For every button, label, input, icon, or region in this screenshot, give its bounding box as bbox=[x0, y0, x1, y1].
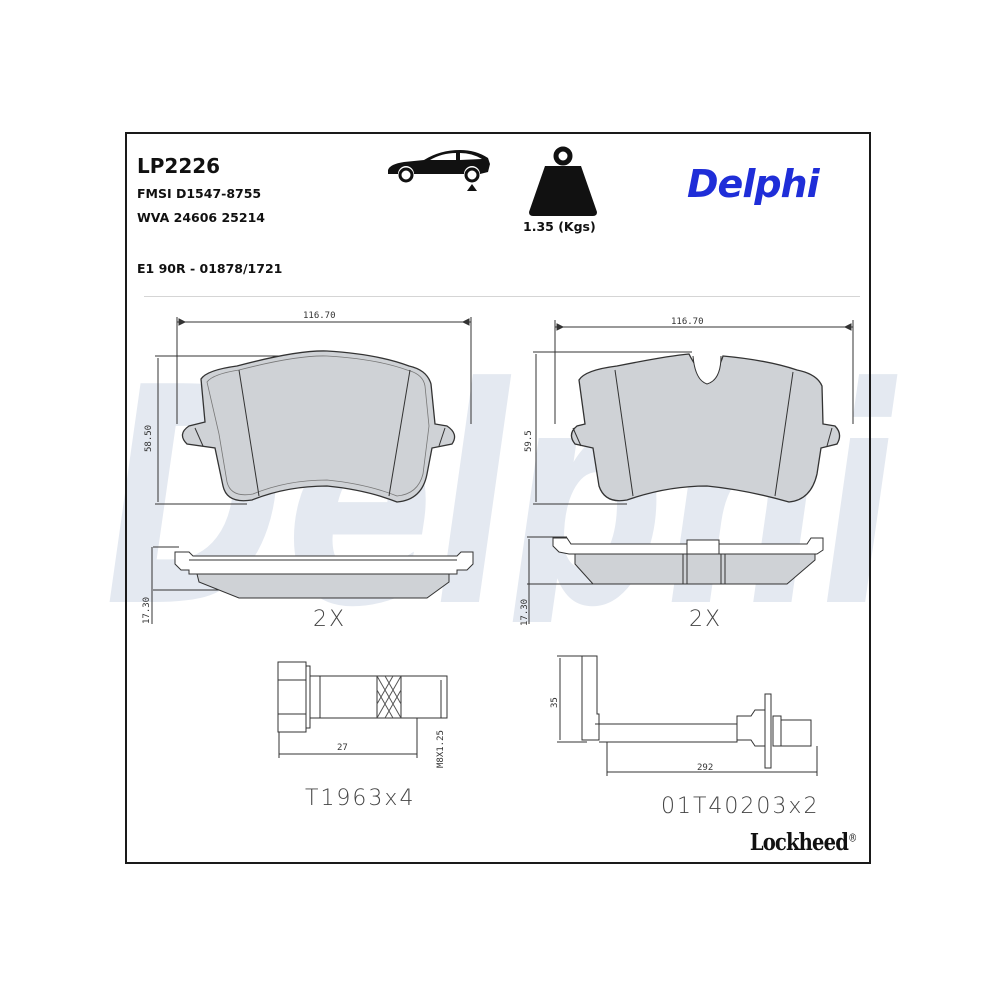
pad-1-side-view: 17.30 bbox=[142, 546, 474, 624]
weight-value: 1.35 (Kgs) bbox=[523, 219, 596, 234]
datasheet-frame: LP2226 FMSI D1547-8755 WVA 24606 25214 E… bbox=[125, 132, 871, 864]
svg-text:58.50: 58.50 bbox=[144, 425, 154, 452]
weight-icon bbox=[529, 146, 597, 216]
ece-approval: E1 90R - 01878/1721 bbox=[137, 261, 283, 276]
pad-1-quantity: 2X bbox=[313, 607, 347, 632]
wear-sensor-drawing: 292 35 bbox=[550, 655, 818, 776]
svg-text:292: 292 bbox=[697, 763, 713, 773]
lockheed-text: Lockheed bbox=[750, 829, 849, 856]
pad-2-side-view: 17.30 bbox=[520, 536, 824, 626]
svg-text:27: 27 bbox=[337, 743, 348, 753]
pad-2-front-view: 116.70 59.5 bbox=[524, 317, 854, 505]
pad-1-front-view: 116.70 58.50 bbox=[144, 311, 472, 505]
svg-text:116.70: 116.70 bbox=[671, 317, 704, 327]
svg-text:59.5: 59.5 bbox=[524, 430, 534, 452]
svg-text:17.30: 17.30 bbox=[142, 597, 152, 624]
svg-text:M8X1.25: M8X1.25 bbox=[436, 730, 446, 768]
pad-2-quantity: 2X bbox=[689, 607, 723, 632]
registered-mark: ® bbox=[848, 831, 858, 845]
bolt-drawing: 27 M8X1.25 bbox=[277, 661, 448, 768]
part-number: LP2226 bbox=[137, 154, 221, 178]
car-rear-axle-icon bbox=[388, 150, 490, 191]
fmsi-code: FMSI D1547-8755 bbox=[137, 186, 262, 201]
bolt-label: T1963x4 bbox=[305, 786, 416, 811]
technical-drawings: 116.70 58.50 17.30 bbox=[142, 311, 854, 776]
sensor-label: 01T40203x2 bbox=[661, 794, 820, 819]
delphi-logo: Delphi bbox=[687, 162, 820, 206]
lockheed-logo: Lockheed® bbox=[750, 829, 858, 856]
svg-text:116.70: 116.70 bbox=[303, 311, 336, 321]
svg-text:17.30: 17.30 bbox=[520, 599, 530, 626]
svg-text:35: 35 bbox=[550, 697, 560, 708]
header-divider bbox=[144, 296, 860, 297]
wva-code: WVA 24606 25214 bbox=[137, 210, 265, 225]
